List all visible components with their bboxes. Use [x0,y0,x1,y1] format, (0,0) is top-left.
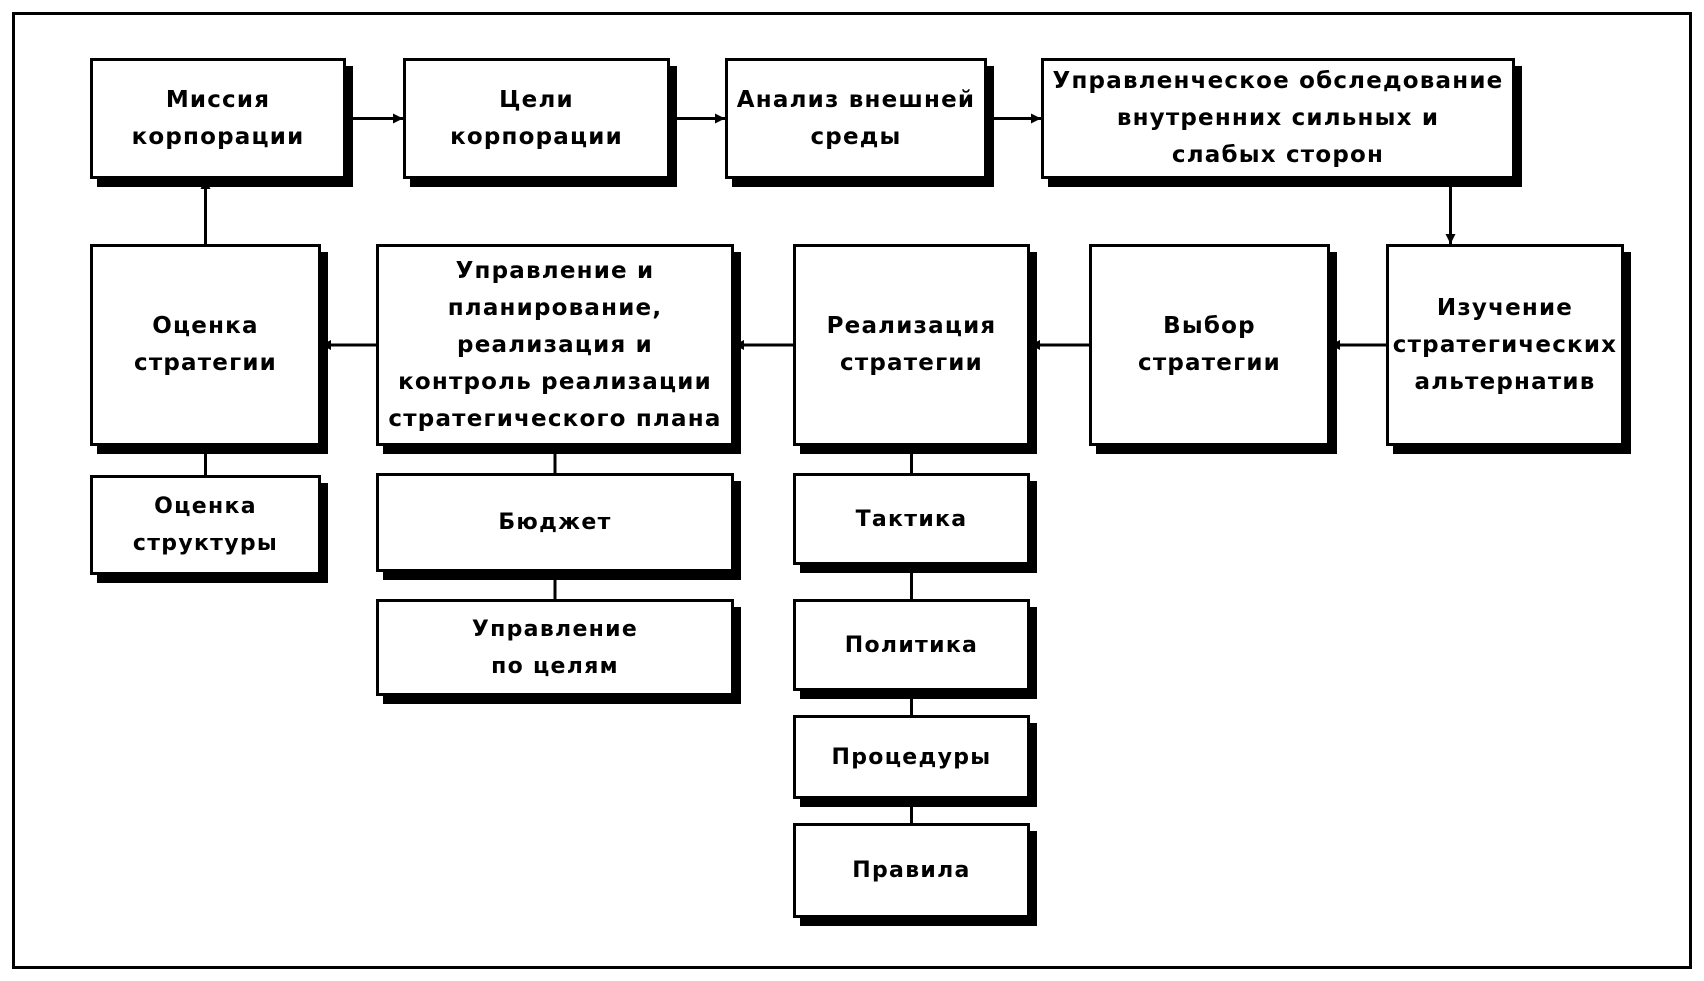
node-label: Выбор стратегии [1138,313,1281,376]
node-label: Тактика [855,506,968,532]
node-label: Управленческое обследование внутренних с… [1052,68,1504,168]
node-strategic-alternatives: Изучение стратегических альтернатив [1386,244,1624,446]
node-strategy-realization: Реализация стратегии [793,244,1030,446]
node-policy: Политика [793,599,1030,691]
node-label: Изучение стратегических альтернатив [1392,294,1618,395]
node-management-by-objectives: Управление по целям [376,599,734,696]
node-strategic-plan-management: Управление и планирование, реализация и … [376,244,734,446]
node-external-analysis: Анализ внешней среды [725,58,987,179]
node-internal-audit: Управленческое обследование внутренних с… [1041,58,1515,179]
node-tactics: Тактика [793,473,1030,565]
node-budget: Бюджет [376,473,734,572]
node-strategy-choice: Выбор стратегии [1089,244,1330,446]
node-label: Правила [852,858,971,883]
node-procedures: Процедуры [793,715,1030,799]
node-label: Управление и планирование, реализация и … [388,257,722,432]
node-strategy-evaluation: Оценка стратегии [90,244,321,446]
node-label: Бюджет [498,510,612,535]
node-label: Реализация стратегии [826,313,997,376]
node-corporate-mission: Миссия корпорации [90,58,346,179]
node-label: Управление по целям [471,616,639,679]
node-structure-evaluation: Оценка структуры [90,475,321,575]
node-label: Процедуры [831,744,992,770]
node-label: Политика [844,632,979,658]
node-label: Миссия корпорации [131,86,305,150]
node-corporate-goals: Цели корпорации [403,58,670,179]
node-label: Оценка структуры [132,494,279,556]
node-label: Оценка стратегии [134,313,277,376]
node-rules: Правила [793,823,1030,918]
node-label: Анализ внешней среды [736,86,976,150]
node-label: Цели корпорации [450,86,623,150]
